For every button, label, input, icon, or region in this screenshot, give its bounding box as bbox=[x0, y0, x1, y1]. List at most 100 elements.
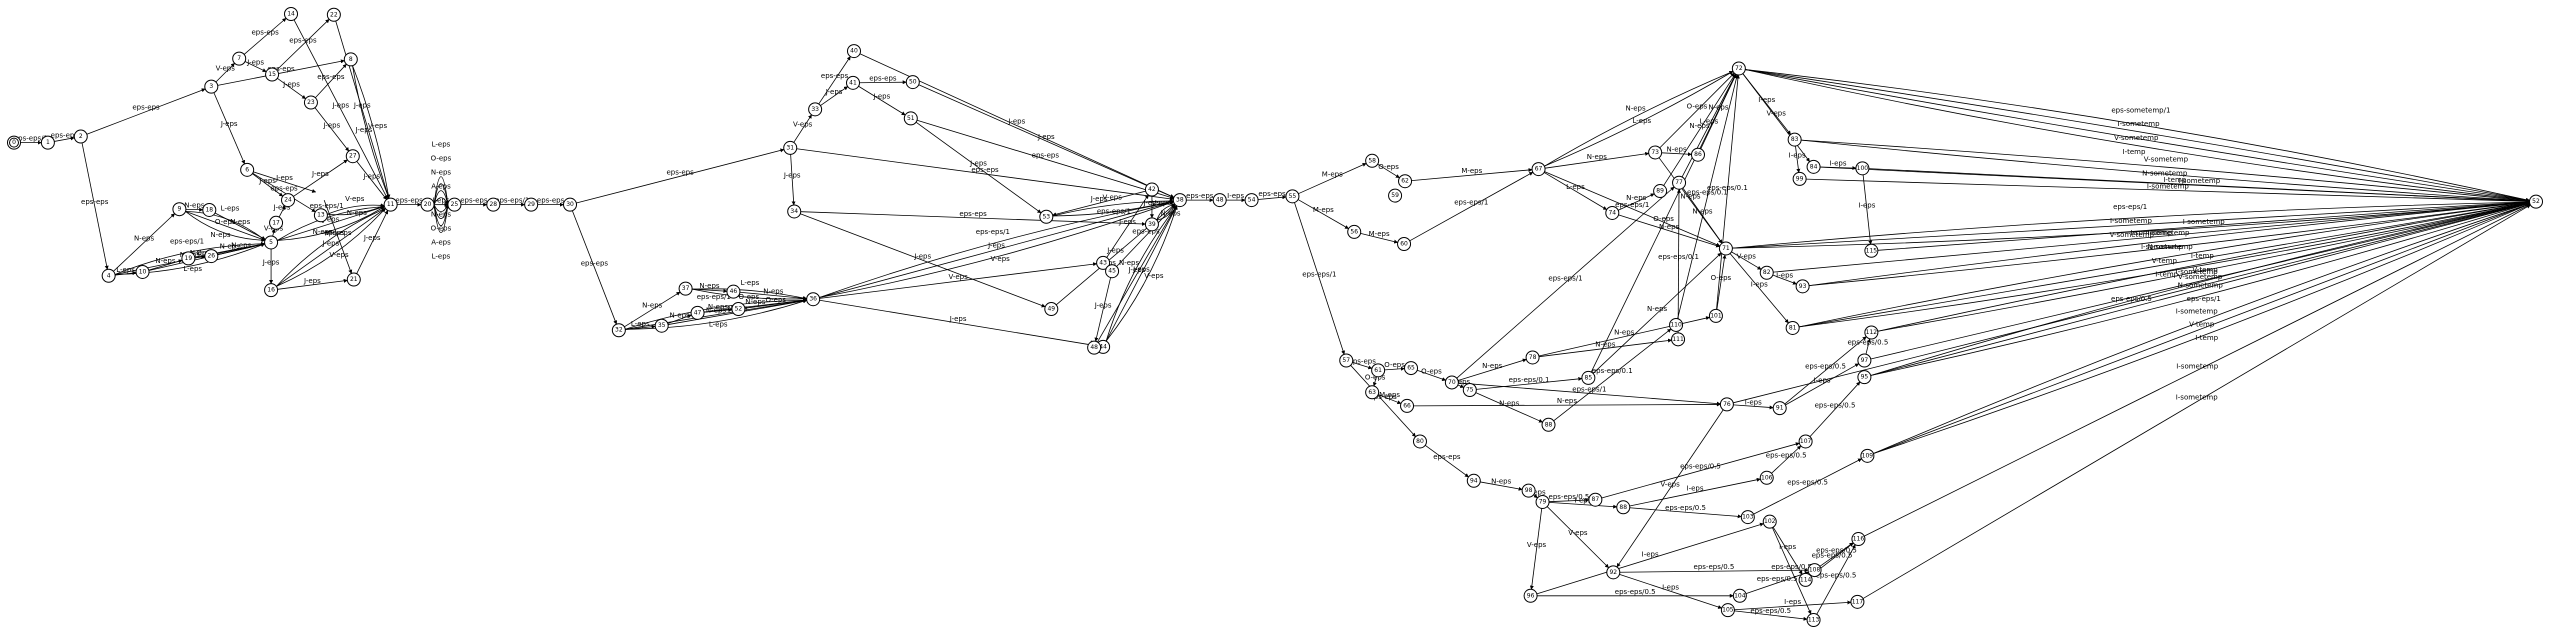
edge-56-to-60: M-eps bbox=[1360, 230, 1399, 244]
edge-label: A-eps bbox=[431, 183, 451, 191]
edge-label: L-eps bbox=[741, 279, 760, 287]
edge-29-to-30: eps-eps bbox=[537, 197, 565, 207]
edge-line bbox=[1377, 163, 1400, 179]
edge-label: N-eps bbox=[431, 211, 452, 219]
edge-line bbox=[1350, 365, 1416, 437]
edge-label: J-eps bbox=[1094, 301, 1112, 309]
state-circle bbox=[303, 95, 318, 110]
edge-66-to-76: N-eps bbox=[1413, 397, 1721, 407]
edge-83-to-52b: N-sometemp bbox=[1801, 139, 2530, 203]
edge-label: J-eps bbox=[1128, 266, 1146, 274]
edge-label: I-sometemp bbox=[2176, 394, 2219, 402]
edge-line bbox=[1801, 139, 2530, 203]
edge-line bbox=[327, 205, 385, 216]
state-node-102: 102 bbox=[1762, 514, 1777, 529]
edge-label: V-eps bbox=[1103, 193, 1123, 201]
state-node-5: 5 bbox=[264, 235, 279, 250]
edge-line bbox=[244, 61, 267, 73]
edge-label: O-eps bbox=[1378, 163, 1399, 171]
state-node-99: 99 bbox=[1792, 171, 1807, 186]
edge-81-to-52b: I-temp bbox=[1799, 201, 2530, 328]
state-circle bbox=[1795, 279, 1810, 294]
edge-11-to-20: eps-eps bbox=[395, 197, 423, 207]
state-circle bbox=[1339, 353, 1354, 368]
state-circle bbox=[1371, 363, 1386, 378]
edge-6-to-24: J-eps bbox=[252, 173, 284, 197]
state-label: 23 bbox=[307, 99, 315, 106]
state-circle bbox=[269, 215, 284, 230]
edge-label: J-eps bbox=[825, 88, 843, 96]
edge-label: eps-eps bbox=[251, 28, 279, 36]
edge-label: eps-eps/0.5 bbox=[1805, 362, 1846, 370]
edge-23-to-8: eps-eps bbox=[315, 63, 347, 99]
edge-line bbox=[859, 53, 1175, 198]
edge-95-to-52b: eps-eps/1 bbox=[1870, 202, 2531, 376]
edge-65-to-70: O-eps bbox=[1417, 367, 1447, 381]
state-node-96: 96 bbox=[1523, 588, 1538, 603]
edge-label: I-eps bbox=[1574, 497, 1591, 505]
state-node-15: 15 bbox=[265, 67, 280, 82]
edge-line bbox=[1549, 502, 1618, 509]
state-label: 116 bbox=[1853, 536, 1865, 543]
edge-label: eps-eps/0.5 bbox=[1816, 547, 1857, 555]
edge-label: V-eps bbox=[1737, 253, 1757, 261]
edge-label: O-eps bbox=[431, 155, 452, 163]
edge-115-to-52b: I-sometemp bbox=[1877, 200, 2530, 251]
edge-19-to-26: N-eps bbox=[190, 249, 210, 260]
state-circle bbox=[1523, 588, 1538, 603]
edge-label: eps-eps bbox=[317, 73, 345, 81]
state-label: 105 bbox=[1722, 607, 1734, 614]
state-label: 113 bbox=[1808, 617, 1820, 624]
state-node-32: 32 bbox=[611, 323, 626, 338]
state-node-11: 11 bbox=[383, 197, 398, 212]
edge-label: eps-eps bbox=[1132, 228, 1160, 236]
state-label: 39 bbox=[1148, 221, 1156, 228]
state-node-80: 80 bbox=[1412, 434, 1427, 449]
edge-line bbox=[1870, 202, 2531, 376]
edge-label: V-temp bbox=[2192, 266, 2218, 274]
edge-15-to-23: J-eps bbox=[277, 77, 306, 100]
edge-43-to-42: J-eps bbox=[1106, 194, 1149, 258]
edge-line bbox=[819, 201, 1174, 298]
edge-line bbox=[1873, 203, 2531, 454]
edge-label: O-eps bbox=[1653, 215, 1674, 223]
edge-67-to-72: N-eps bbox=[1544, 70, 1734, 167]
edge-3-to-6: J-eps bbox=[213, 92, 246, 165]
state-node-83: 83 bbox=[1787, 132, 1802, 147]
edge-label: L-eps bbox=[432, 141, 451, 149]
edge-label: I-sometemp bbox=[2118, 120, 2161, 128]
state-label: 27 bbox=[349, 153, 357, 160]
edge-label: V-eps bbox=[1660, 480, 1680, 488]
edge-27-to-11: J-eps bbox=[356, 161, 387, 200]
state-circle bbox=[486, 197, 501, 212]
edge-line bbox=[293, 159, 348, 197]
state-label: 10 bbox=[139, 268, 147, 275]
state-label: 93 bbox=[1799, 283, 1807, 290]
edge-21-to-11: J-eps bbox=[356, 210, 389, 274]
state-circle bbox=[1864, 325, 1879, 340]
edge-44-to-38: J-eps bbox=[1105, 205, 1178, 342]
edge-72-to-84: V-eps bbox=[1742, 73, 1810, 162]
edge-line bbox=[1544, 151, 1650, 169]
state-label: 96 bbox=[1527, 592, 1535, 599]
edge-38-to-48b: eps-eps bbox=[1186, 192, 1214, 203]
state-node-45: 45 bbox=[1105, 264, 1120, 279]
edge-20-to-25: A-eps bbox=[431, 183, 451, 206]
state-label: 86 bbox=[1694, 151, 1702, 158]
edge-label: V-eps bbox=[325, 229, 345, 237]
edge-18-to-5: N-eps bbox=[214, 212, 266, 240]
edge-label: V-eps bbox=[329, 251, 349, 259]
edge-73-to-72: O-eps bbox=[1659, 72, 1735, 149]
edge-line bbox=[1677, 74, 1739, 319]
state-label: 78 bbox=[1529, 354, 1537, 361]
edge-label: N-eps bbox=[184, 202, 205, 210]
edge-label: V-eps bbox=[345, 195, 365, 203]
edge-label: N-eps bbox=[313, 228, 334, 236]
state-circle bbox=[135, 264, 150, 279]
edge-line bbox=[356, 161, 387, 200]
edge-line bbox=[1590, 73, 1737, 373]
edge-13-to-11: N-eps bbox=[327, 205, 385, 217]
edge-74-to-71: N-eps bbox=[1618, 214, 1721, 248]
edge-line bbox=[1619, 573, 1723, 609]
edge-line bbox=[1618, 193, 1655, 211]
